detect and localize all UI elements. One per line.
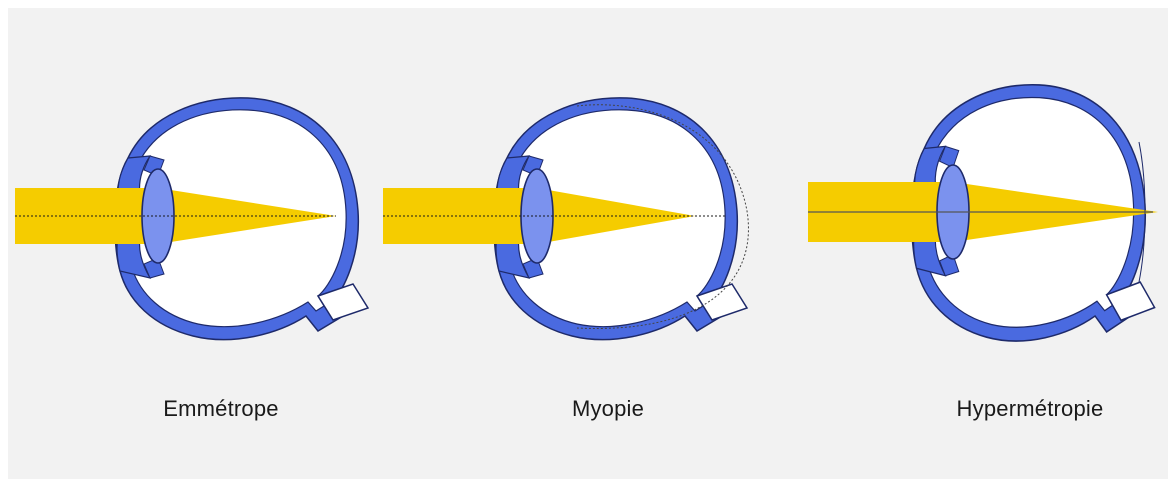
eye-emmetrope [15,97,369,341]
caption-myopie: Myopie [571,396,645,421]
elongated-eye-outline [576,104,749,330]
light-beam-emmetrope [15,188,158,244]
caption-emmetrope: Emmétrope [163,396,279,421]
eye-myopie [383,97,749,341]
caption-hypermetropie: Hypermétropie [956,396,1104,421]
eye-hypermetropie [808,83,1158,342]
